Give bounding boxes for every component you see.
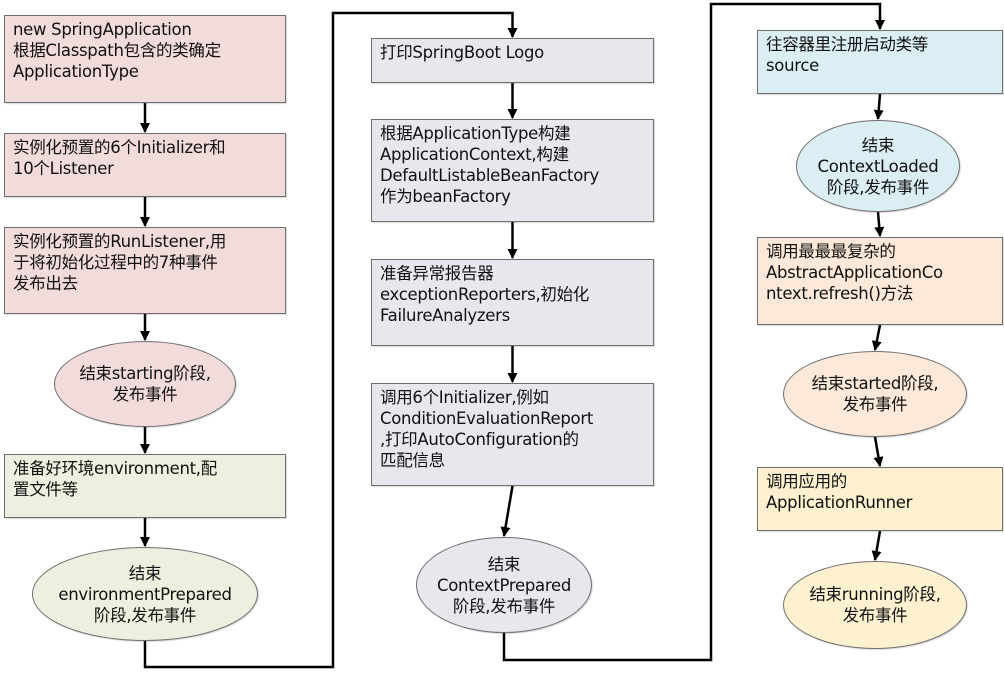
node-label: 根据ApplicationType构建 ApplicationContext,构… (380, 124, 599, 206)
connector-arrow (143, 11, 518, 669)
node-new-springapplication: new SpringApplication 根据Classpath包含的类确定 … (4, 15, 286, 103)
node-label: 调用应用的 ApplicationRunner (766, 472, 913, 512)
connector-arrow (874, 211, 885, 237)
node-end-environment-prepared: 结束 environmentPrepared 阶段,发布事件 (32, 547, 258, 641)
connector-arrow (502, 2, 885, 662)
connector-arrow (500, 485, 514, 537)
node-call-initializers: 调用6个Initializer,例如 ConditionEvaluationRe… (371, 383, 654, 486)
node-label: new SpringApplication 根据Classpath包含的类确定 … (13, 20, 221, 81)
node-label: 准备异常报告器 exceptionReporters,初始化 FailureAn… (380, 264, 590, 325)
node-create-application-context: 根据ApplicationType构建 ApplicationContext,构… (371, 119, 654, 222)
node-label: 结束running阶段, 发布事件 (809, 585, 941, 625)
node-label: 结束 ContextPrepared 阶段,发布事件 (436, 554, 571, 616)
node-application-runner: 调用应用的 ApplicationRunner (757, 467, 1003, 531)
node-label: 实例化预置的RunListener,用 于将初始化过程中的7种事件 发布出去 (13, 232, 227, 293)
node-register-sources: 往容器里注册启动类等 source (757, 30, 1003, 94)
node-exception-reporters: 准备异常报告器 exceptionReporters,初始化 FailureAn… (371, 259, 654, 346)
node-end-starting: 结束starting阶段, 发布事件 (54, 341, 236, 427)
node-label: 准备好环境environment,配 置文件等 (13, 459, 217, 499)
connector-arrow (873, 436, 884, 467)
node-label: 结束started阶段, 发布事件 (811, 374, 939, 414)
node-label: 实例化预置的6个Initializer和 10个Listener (13, 138, 226, 178)
node-print-logo: 打印SpringBoot Logo (371, 38, 654, 83)
node-context-refresh: 调用最最最复杂的 AbstractApplicationCo ntext.ref… (757, 237, 1003, 325)
node-label: 调用6个Initializer,例如 ConditionEvaluationRe… (380, 388, 593, 470)
node-end-started: 结束started阶段, 发布事件 (783, 351, 967, 437)
node-prepare-environment: 准备好环境environment,配 置文件等 (4, 454, 286, 518)
node-end-running: 结束running阶段, 发布事件 (783, 561, 967, 649)
node-label: 结束 ContextLoaded 阶段,发布事件 (817, 135, 939, 197)
node-label: 结束 environmentPrepared 阶段,发布事件 (58, 563, 232, 625)
connector-arrow (873, 93, 884, 120)
node-instantiate-runlistener: 实例化预置的RunListener,用 于将初始化过程中的7种事件 发布出去 (4, 227, 286, 314)
node-end-context-prepared: 结束 ContextPrepared 阶段,发布事件 (416, 537, 592, 633)
node-instantiate-initializers: 实例化预置的6个Initializer和 10个Listener (4, 133, 286, 197)
node-label: 往容器里注册启动类等 source (766, 35, 929, 75)
node-end-context-loaded: 结束 ContextLoaded 阶段,发布事件 (796, 120, 960, 212)
node-label: 结束starting阶段, 发布事件 (79, 364, 211, 404)
connector-arrow (871, 530, 882, 561)
connector-arrow (871, 324, 882, 351)
node-label: 打印SpringBoot Logo (380, 43, 544, 62)
node-label: 调用最最最复杂的 AbstractApplicationCo ntext.ref… (766, 242, 943, 303)
